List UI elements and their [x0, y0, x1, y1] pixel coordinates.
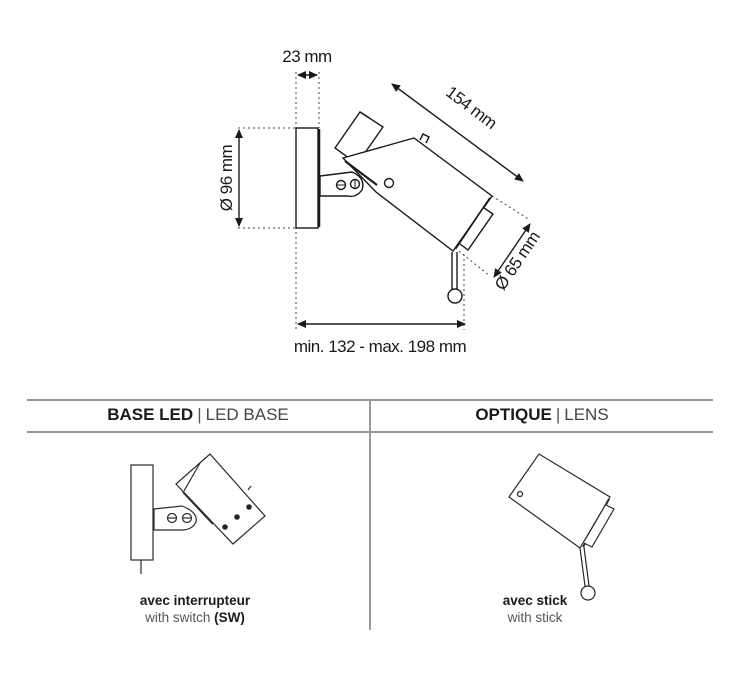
caption-en: with stick	[507, 610, 563, 625]
caption-led-base: avec interrupteur with switch (SW)	[110, 592, 280, 626]
main-dimension-drawing: 23 mm Ø 96 mm 154 mm Ø 65 mm min. 132 - …	[217, 47, 544, 356]
header-separator: |	[197, 405, 202, 424]
base-diameter-label: Ø 96 mm	[217, 144, 236, 211]
length-arrow	[391, 83, 524, 182]
projection-label: min. 132 - max. 198 mm	[294, 337, 467, 356]
head-diameter-arrow	[493, 223, 531, 278]
caption-code: (SW)	[214, 610, 245, 625]
caption-fr: avec interrupteur	[139, 593, 251, 608]
header-separator: |	[555, 405, 561, 424]
caption-lens: avec stick with stick	[480, 592, 590, 626]
header-fr: OPTIQUE	[475, 405, 552, 424]
caption-en: with switch	[145, 610, 211, 625]
length-label: 154 mm	[442, 82, 500, 133]
header-fr: BASE LED	[107, 405, 194, 424]
depth-label: 23 mm	[282, 47, 332, 66]
caption-fr: avec stick	[502, 593, 568, 608]
caption-en-wrapper: with switch (SW)	[110, 609, 280, 626]
head-diameter-label: Ø 65 mm	[491, 228, 544, 294]
header-en: LED BASE	[205, 405, 289, 424]
column-header-lens: OPTIQUE|LENS	[371, 402, 713, 428]
column-header-led-base: BASE LED|LED BASE	[27, 402, 369, 428]
header-en: LENS	[564, 405, 609, 424]
table-column-divider	[369, 399, 371, 630]
